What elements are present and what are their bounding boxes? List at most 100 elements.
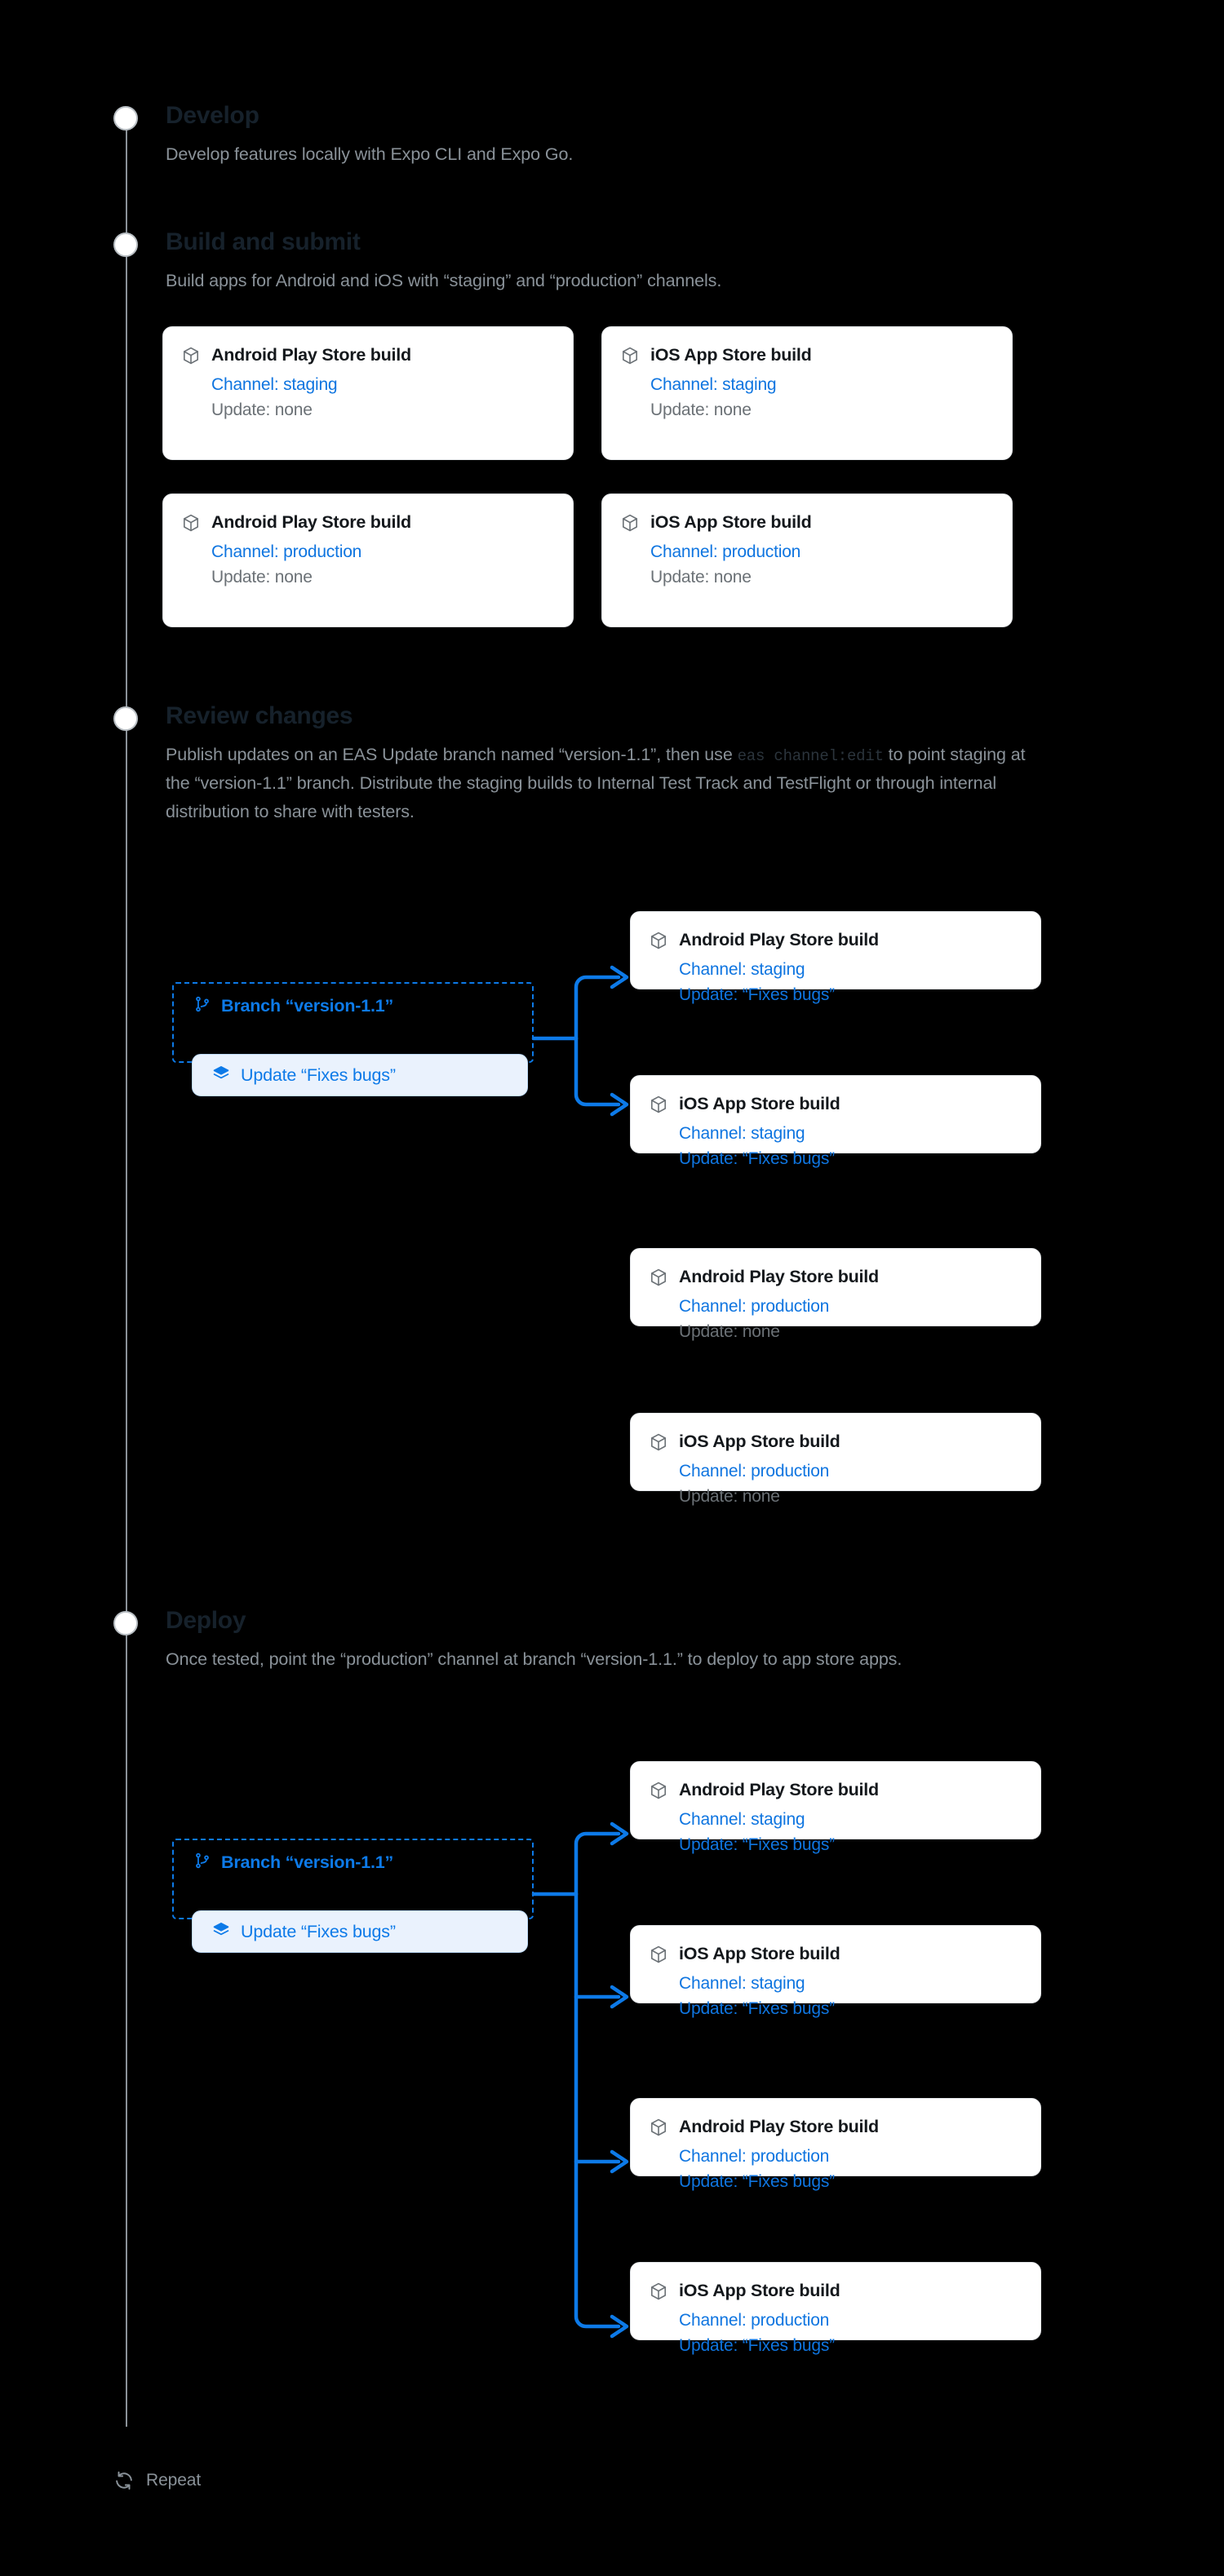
build-card-update: Update: none: [679, 1322, 780, 1342]
build-card-update: Update: “Fixes bugs”: [679, 1835, 835, 1855]
build-card-header: Android Play Store build: [181, 343, 555, 367]
branch-label-review: Branch “version-1.1”: [221, 996, 394, 1016]
cube-icon: [649, 1095, 668, 1114]
cube-icon: [649, 931, 668, 950]
build-card[interactable]: iOS App Store build Channel: staging Upd…: [630, 1075, 1041, 1168]
build-card[interactable]: iOS App Store build Channel: production …: [630, 1413, 1041, 1506]
branch-header-deploy: Branch “version-1.1”: [174, 1840, 532, 1874]
build-card-update: Update: “Fixes bugs”: [679, 985, 835, 1005]
build-card-channel: Channel: production: [679, 1297, 830, 1317]
step-desc-build-and-submit: Build apps for Android and iOS with “sta…: [166, 271, 722, 290]
build-card-title: Android Play Store build: [211, 512, 411, 532]
layers-icon: [212, 1064, 230, 1087]
cube-icon: [649, 2118, 668, 2137]
build-card-update: Update: “Fixes bugs”: [679, 1149, 835, 1169]
build-card-channel: Channel: production: [211, 542, 362, 562]
build-card[interactable]: Android Play Store build Channel: produc…: [630, 1248, 1041, 1341]
build-card-channel: Channel: staging: [679, 1810, 805, 1830]
build-card-title: iOS App Store build: [679, 1432, 840, 1451]
step-deploy: Deploy Once tested, point the “productio…: [166, 1606, 902, 1674]
build-card-channel: Channel: production: [650, 542, 801, 562]
build-card-title: Android Play Store build: [211, 345, 411, 365]
build-card-header: iOS App Store build: [620, 511, 994, 534]
build-card-channel: Channel: production: [679, 2311, 830, 2330]
build-card[interactable]: Android Play Store build Channel: stagin…: [630, 911, 1041, 1004]
step-desc-develop: Develop features locally with Expo CLI a…: [166, 144, 574, 164]
branch-group-review: Branch “version-1.1”: [172, 982, 534, 1063]
cube-icon: [649, 2282, 668, 2301]
cube-icon: [649, 1781, 668, 1800]
build-card-channel: Channel: production: [679, 2147, 830, 2167]
repeat-label: Repeat: [146, 2471, 202, 2490]
repeat-icon: [113, 2470, 135, 2491]
step-desc-deploy: Once tested, point the “production” chan…: [166, 1649, 902, 1669]
cube-icon: [620, 346, 640, 365]
build-card[interactable]: Android Play Store build Channel: produc…: [162, 494, 574, 627]
timeline-spine: [126, 118, 127, 2427]
repeat-footer[interactable]: Repeat: [113, 2470, 201, 2491]
update-chip-label-deploy: Update “Fixes bugs”: [241, 1921, 396, 1941]
build-card-title: Android Play Store build: [679, 1780, 879, 1799]
branch-group-deploy: Branch “version-1.1”: [172, 1839, 534, 1919]
build-card-channel: Channel: staging: [650, 375, 777, 395]
cube-icon: [649, 1432, 668, 1452]
build-card-header: iOS App Store build: [620, 343, 994, 367]
step-title-review-changes: Review changes: [166, 702, 353, 729]
timeline-node-build-and-submit: [113, 232, 138, 257]
build-card-channel: Channel: staging: [679, 1974, 805, 1994]
cube-icon: [649, 1945, 668, 1964]
build-card[interactable]: Android Play Store build Channel: stagin…: [630, 1761, 1041, 1854]
build-card-title: iOS App Store build: [679, 1944, 840, 1963]
build-card-title: iOS App Store build: [650, 512, 812, 532]
build-card-header: Android Play Store build: [649, 2115, 1022, 2139]
cube-icon: [649, 1268, 668, 1287]
build-card-title: iOS App Store build: [679, 1094, 840, 1113]
build-card-header: Android Play Store build: [649, 1265, 1022, 1289]
build-card-header: iOS App Store build: [649, 2279, 1022, 2303]
build-card-header: Android Play Store build: [181, 511, 555, 534]
build-card-title: Android Play Store build: [679, 1267, 879, 1286]
build-card-header: Android Play Store build: [649, 1778, 1022, 1802]
step-title-develop: Develop: [166, 102, 259, 129]
build-card-update: Update: none: [211, 568, 313, 587]
timeline-node-deploy: [113, 1611, 138, 1635]
build-card-channel: Channel: staging: [679, 960, 805, 980]
build-card-header: Android Play Store build: [649, 928, 1022, 952]
timeline-node-review-changes: [113, 706, 138, 731]
build-card-update: Update: none: [211, 401, 313, 420]
build-card[interactable]: Android Play Store build Channel: produc…: [630, 2098, 1041, 2191]
build-card-channel: Channel: staging: [679, 1124, 805, 1144]
build-card-header: iOS App Store build: [649, 1942, 1022, 1966]
build-card-header: iOS App Store build: [649, 1430, 1022, 1454]
build-card-update: Update: none: [679, 1487, 780, 1507]
build-card[interactable]: iOS App Store build Channel: production …: [630, 2262, 1041, 2355]
build-card-title: iOS App Store build: [679, 2281, 840, 2300]
review-desc-code: eas channel:edit: [737, 747, 884, 765]
review-desc-part-1: Publish updates on an EAS Update branch …: [166, 745, 738, 764]
cube-icon: [620, 513, 640, 533]
timeline-node-develop: [113, 106, 138, 131]
step-title-deploy: Deploy: [166, 1607, 246, 1634]
build-card-header: iOS App Store build: [649, 1092, 1022, 1116]
update-chip-review[interactable]: Update “Fixes bugs”: [192, 1054, 528, 1096]
update-chip-deploy[interactable]: Update “Fixes bugs”: [192, 1910, 528, 1953]
step-develop: Develop Develop features locally with Ex…: [166, 101, 573, 169]
build-card[interactable]: Android Play Store build Channel: stagin…: [162, 326, 574, 460]
branch-header-review: Branch “version-1.1”: [174, 984, 532, 1017]
build-card-update: Update: “Fixes bugs”: [679, 1999, 835, 2019]
cube-icon: [181, 346, 201, 365]
build-card[interactable]: iOS App Store build Channel: staging Upd…: [601, 326, 1013, 460]
build-card-channel: Channel: production: [679, 1462, 830, 1481]
step-desc-review-changes: Publish updates on an EAS Update branch …: [166, 741, 1051, 825]
git-branch-icon: [193, 995, 211, 1017]
build-card-update: Update: “Fixes bugs”: [679, 2172, 835, 2192]
build-card-title: Android Play Store build: [679, 930, 879, 949]
build-card[interactable]: iOS App Store build Channel: staging Upd…: [630, 1925, 1041, 2018]
step-build-and-submit: Build and submit Build apps for Android …: [166, 228, 721, 295]
git-branch-icon: [193, 1852, 211, 1874]
branch-label-deploy: Branch “version-1.1”: [221, 1852, 394, 1872]
cube-icon: [181, 513, 201, 533]
build-card-update: Update: none: [650, 568, 752, 587]
build-card[interactable]: iOS App Store build Channel: production …: [601, 494, 1013, 627]
